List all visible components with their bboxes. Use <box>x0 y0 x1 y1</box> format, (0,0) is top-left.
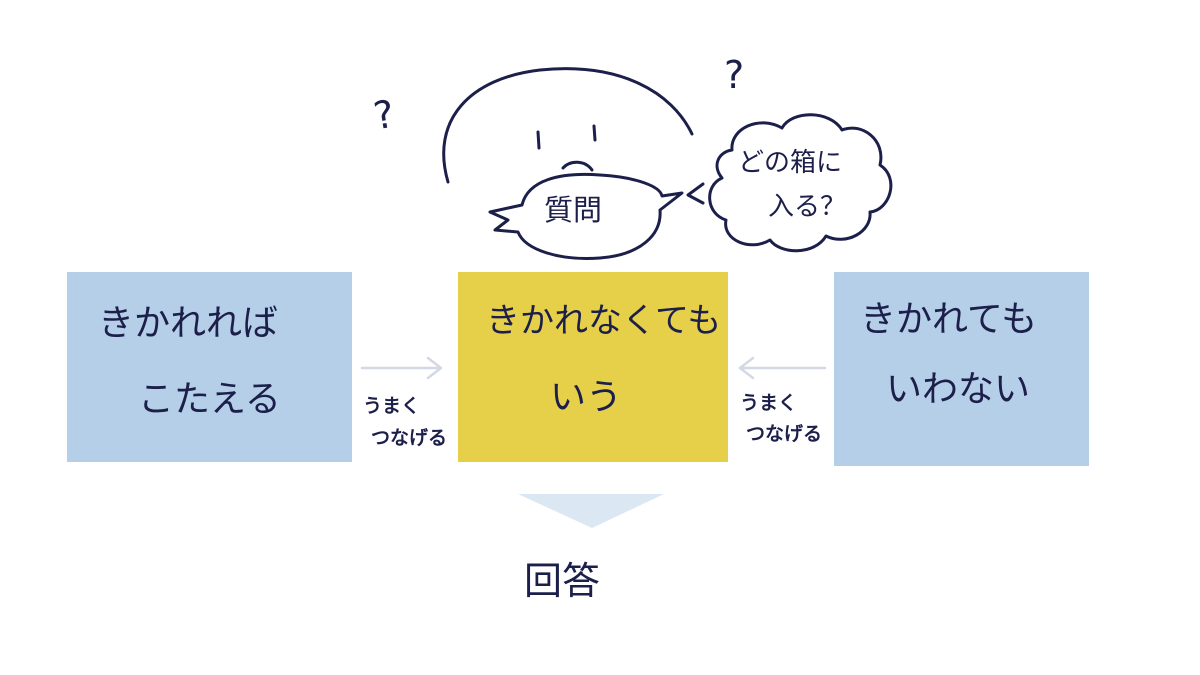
right-connector-label-line1: うまく <box>740 392 798 414</box>
box-do-not-say-even-if-asked <box>834 272 1089 466</box>
thought-bubble-line1: どの箱に <box>738 148 843 178</box>
mouth <box>561 160 594 172</box>
head-outline <box>442 67 694 184</box>
pointer-to-speech <box>686 182 705 205</box>
thought-bubble-line2: 入る？ <box>768 192 847 222</box>
center-box-line2: いう <box>550 377 623 418</box>
right-eye <box>592 124 597 142</box>
arrow-left-to-center <box>360 356 443 380</box>
left-box-line1: きかれれば <box>98 303 279 344</box>
answer-label: 回答 <box>524 559 601 603</box>
center-box-line1: きかれなくても <box>486 301 722 341</box>
left-eye <box>536 130 541 150</box>
box-say-without-being-asked <box>458 272 728 462</box>
question-mark-left: ? <box>370 91 398 139</box>
box-answer-when-asked <box>67 272 352 462</box>
thought-cloud-outline <box>708 113 893 253</box>
right-connector-label-line2: つなげる <box>746 423 823 445</box>
question-mark-right: ? <box>724 53 745 97</box>
down-arrow <box>518 494 664 528</box>
left-connector-label-line2: つなげる <box>371 427 448 449</box>
left-connector-label-line1: うまく <box>363 395 421 417</box>
right-box-line2: いわない <box>886 369 1031 410</box>
arrow-right-to-center <box>738 356 827 380</box>
right-box-line1: きかれても <box>860 299 1038 340</box>
speech-bubble-text: 質問 <box>544 193 603 227</box>
left-box-line2: こたえる <box>138 379 281 420</box>
